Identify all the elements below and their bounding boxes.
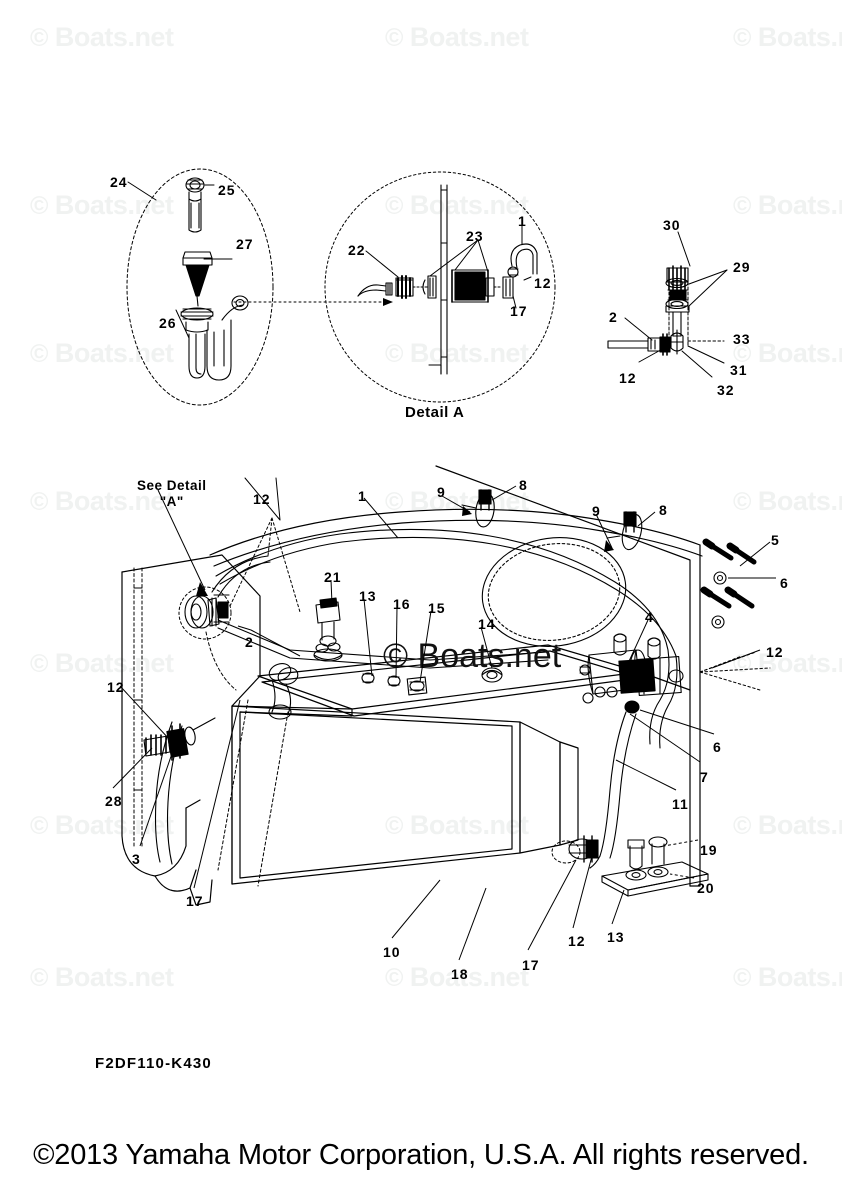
callout-right-inset-29-r29: 29	[733, 259, 751, 275]
center-watermark: © Boats.net	[383, 637, 561, 676]
callout-main-8-m8a: 8	[519, 477, 528, 493]
callout-left-oval-26-c26: 26	[159, 315, 177, 331]
callout-right-inset-32-r32: 32	[717, 382, 735, 398]
callout-right-inset-31-r31: 31	[730, 362, 748, 378]
callout-main-13-m13a: 13	[359, 588, 377, 604]
callout-main-5-m5: 5	[771, 532, 780, 548]
callout-detail-a-12-d12: 12	[534, 275, 552, 291]
detail-a-caption: Detail A	[405, 404, 465, 421]
callout-main-12-m12d: 12	[568, 933, 586, 949]
callout-detail-a-23-d23: 23	[466, 228, 484, 244]
callout-main-11-m11: 11	[672, 796, 689, 812]
callout-main-17-m17a: 17	[186, 893, 204, 909]
callout-main-12-m12b: 12	[766, 644, 784, 660]
callout-main-6-m6b: 6	[713, 739, 722, 755]
callout-main-21-m21: 21	[324, 569, 342, 585]
callout-left-oval-24-c24: 24	[110, 174, 128, 190]
callout-main-8-m8b: 8	[659, 502, 668, 518]
callout-detail-a-22-d22: 22	[348, 242, 366, 258]
callout-main-15-m15: 15	[428, 600, 446, 616]
callout-main-3-m3: 3	[132, 851, 141, 867]
watermark-copyright-symbol: ©	[383, 637, 409, 675]
callout-main-4-m4: 4	[645, 609, 654, 625]
callout-main-10-m10: 10	[383, 944, 401, 960]
see-detail-line2: "A"	[159, 493, 184, 509]
callout-right-inset-12-r12: 12	[619, 370, 637, 386]
callout-main-16-m16: 16	[393, 596, 411, 612]
callout-left-oval-25-c25: 25	[218, 182, 236, 198]
callout-main-20-m20: 20	[697, 880, 715, 896]
callout-main-6-m6a: 6	[780, 575, 789, 591]
callout-main-13-m13b: 13	[607, 929, 625, 945]
callout-main-14-m14: 14	[478, 616, 496, 632]
callout-left-oval-27-c27: 27	[236, 236, 254, 252]
callout-detail-a-17-d17: 17	[510, 303, 528, 319]
callout-main-19-m19: 19	[700, 842, 718, 858]
callout-right-inset-2-r2: 2	[609, 309, 618, 325]
part-number: F2DF110-K430	[95, 1055, 212, 1072]
callout-detail-a-1-d1: 1	[518, 213, 527, 229]
callout-main-9-m9a: 9	[437, 484, 446, 500]
callout-main-12-m12a: 12	[253, 491, 271, 507]
callout-right-inset-30-r30: 30	[663, 217, 681, 233]
callout-main-28-m28: 28	[105, 793, 123, 809]
callout-main-9-m9b: 9	[592, 503, 601, 519]
callout-main-1-m1: 1	[358, 488, 367, 504]
see-detail-line1: See Detail	[137, 478, 207, 493]
callout-main-18-m18: 18	[451, 966, 469, 982]
callout-main-2-m2a: 2	[245, 634, 254, 650]
copyright-notice: ©2013 Yamaha Motor Corporation, U.S.A. A…	[33, 1139, 809, 1171]
callout-right-inset-33-r33: 33	[733, 331, 751, 347]
callout-main-12-m12c: 12	[107, 679, 125, 695]
callout-main-17-m17b: 17	[522, 957, 540, 973]
watermark-label: Boats.net	[417, 637, 562, 675]
see-detail-a-label: See Detail "A"	[137, 478, 207, 509]
callout-main-7-m7: 7	[700, 769, 709, 785]
